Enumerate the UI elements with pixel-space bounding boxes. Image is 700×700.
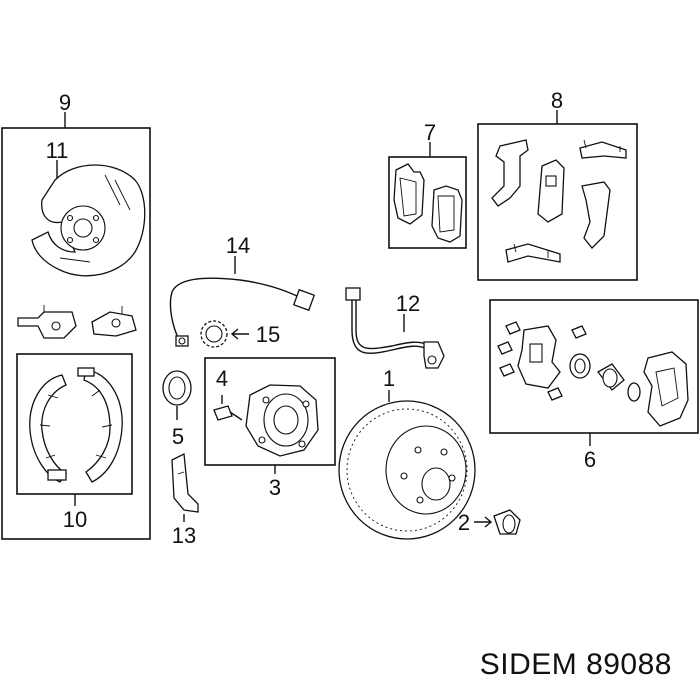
callout-15: 15 [256, 322, 280, 347]
callout-11: 11 [46, 138, 69, 163]
callout-12: 12 [396, 291, 420, 316]
caliper-body-part [643, 351, 689, 427]
group-7-box [388, 156, 467, 249]
brake-hose-part [345, 287, 445, 369]
callout-7: 7 [424, 120, 436, 145]
bleeder-cap-part [493, 509, 521, 535]
abs-sensor-part [169, 277, 316, 347]
group-6-box [489, 299, 699, 434]
hub-seal-part [162, 370, 192, 406]
caliper-piston-part [569, 353, 641, 402]
group-9-box [1, 127, 151, 540]
sensor-bracket-part [171, 452, 199, 513]
callout-6: 6 [584, 447, 596, 472]
callout-8: 8 [551, 88, 563, 113]
group-9-backing-plate-kit: 9 11 [1, 90, 151, 540]
dust-shield-part [31, 164, 146, 277]
callout-3: 3 [269, 475, 281, 500]
group-7-brake-pads: 7 [388, 120, 467, 249]
callout-1: 1 [383, 366, 395, 391]
callout-10: 10 [63, 507, 87, 532]
tone-ring-part [200, 320, 228, 348]
caliper-bolts-part [497, 321, 587, 401]
caliper-bracket-part [517, 325, 561, 389]
callout-14: 14 [226, 233, 250, 258]
callout-13: 13 [172, 523, 196, 548]
parking-brake-bracket-part [17, 305, 137, 339]
callout-2: 2 [458, 510, 470, 535]
watermark-text: SIDEM 89088 [479, 648, 672, 681]
callout-5: 5 [172, 424, 184, 449]
group-6-caliper: 6 [489, 299, 699, 472]
group-3-hub-bearing: 3 4 [204, 357, 336, 500]
group-3-box [204, 357, 336, 466]
group-8-hardware-kit: 8 [477, 88, 638, 281]
brake-rotor-part [338, 400, 476, 540]
callout-9: 9 [59, 90, 71, 115]
callout-4: 4 [216, 366, 228, 391]
brake-shoe-set-part [29, 367, 123, 483]
